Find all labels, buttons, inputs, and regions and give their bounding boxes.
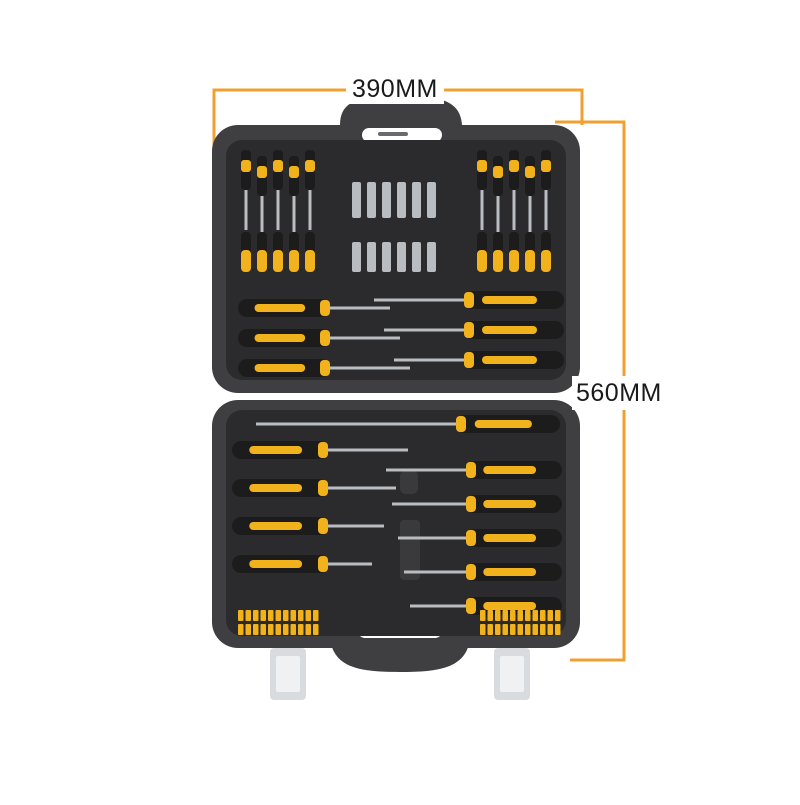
bit-holder-right xyxy=(502,610,508,621)
bit-holder-left xyxy=(298,610,304,621)
precision-screwdriver-left xyxy=(289,156,299,272)
bit-holder-right xyxy=(532,624,538,635)
screwdriver-bottom-left xyxy=(232,441,408,459)
screwdriver-top-left xyxy=(238,329,400,347)
screwdriver-bottom-left xyxy=(232,555,372,573)
bit-holder-right xyxy=(495,610,501,621)
bit-holder-right xyxy=(555,624,561,635)
bit-holder-left xyxy=(283,610,289,621)
bit-holder-right xyxy=(480,624,486,635)
bit-holder-right xyxy=(502,624,508,635)
screwdriver-top-right xyxy=(384,321,564,339)
bit-holder-right xyxy=(487,610,493,621)
bit-holder-left xyxy=(260,624,266,635)
screwdriver-bottom-right xyxy=(386,461,562,479)
bit-holder-left xyxy=(290,610,296,621)
nut-driver-socket xyxy=(352,242,361,272)
bit-holder-right xyxy=(510,610,516,621)
bit-holder-right xyxy=(525,624,531,635)
bit-holder-left xyxy=(253,610,259,621)
precision-screwdriver-right xyxy=(493,156,503,272)
bit-holder-left xyxy=(275,610,281,621)
bit-holder-left xyxy=(290,624,296,635)
precision-screwdriver-right xyxy=(477,150,487,272)
nut-driver-socket xyxy=(367,182,376,218)
bit-holder-left xyxy=(313,624,319,635)
case-top-lid xyxy=(212,96,580,393)
height-dimension-label: 560MM xyxy=(572,376,666,410)
screwdriver-bottom-right xyxy=(398,529,562,547)
nut-driver-socket xyxy=(427,242,436,272)
screwdriver-bottom-right xyxy=(410,597,562,615)
case-latch-right xyxy=(494,648,530,700)
bit-holder-right xyxy=(510,624,516,635)
bit-holder-right xyxy=(532,610,538,621)
nut-driver-socket xyxy=(397,182,406,218)
screwdriver-top-left xyxy=(238,299,390,317)
precision-screwdriver-right xyxy=(525,156,535,272)
precision-screwdriver-left xyxy=(241,150,251,272)
width-dimension-label: 390MM xyxy=(346,74,444,104)
nut-driver-socket xyxy=(382,182,391,218)
nut-driver-socket xyxy=(397,242,406,272)
bit-holder-left xyxy=(275,624,281,635)
bit-holder-right xyxy=(487,624,493,635)
bit-holder-right xyxy=(495,624,501,635)
nut-driver-socket xyxy=(412,242,421,272)
bit-holder-left xyxy=(298,624,304,635)
bit-holder-right xyxy=(540,624,546,635)
bit-holder-right xyxy=(540,610,546,621)
precision-screwdriver-left xyxy=(273,150,283,272)
screwdriver-top-right xyxy=(374,291,564,309)
bit-holder-left xyxy=(305,624,311,635)
bit-holder-left xyxy=(245,624,251,635)
bit-holder-right xyxy=(480,610,486,621)
nut-driver-socket xyxy=(412,182,421,218)
screwdriver-bottom-right xyxy=(392,495,562,513)
bit-holder-right xyxy=(517,610,523,621)
screwdriver-top-right xyxy=(394,351,564,369)
case-latch-left xyxy=(270,648,306,700)
nut-driver-socket xyxy=(382,242,391,272)
bit-holder-left xyxy=(238,610,244,621)
bit-holder-left xyxy=(238,624,244,635)
nut-driver-socket xyxy=(352,182,361,218)
screwdriver-top-left xyxy=(238,359,410,377)
precision-screwdriver-left xyxy=(305,150,315,272)
bit-holder-right xyxy=(547,624,553,635)
bit-holder-left xyxy=(268,610,274,621)
bit-holder-left xyxy=(313,610,319,621)
bit-holder-left xyxy=(283,624,289,635)
bit-holder-right xyxy=(517,624,523,635)
screwdriver-bottom-left xyxy=(232,479,396,497)
screwdriver-long xyxy=(256,415,560,433)
bit-holder-right xyxy=(547,610,553,621)
bit-holder-left xyxy=(245,610,251,621)
nut-driver-socket xyxy=(427,182,436,218)
bit-holder-right xyxy=(525,610,531,621)
tool-marks xyxy=(232,150,564,635)
bit-holder-left xyxy=(305,610,311,621)
bit-holder-left xyxy=(260,610,266,621)
bit-holder-left xyxy=(253,624,259,635)
bit-holder-right xyxy=(555,610,561,621)
precision-screwdriver-right xyxy=(541,150,551,272)
screwdriver-bottom-right xyxy=(404,563,562,581)
bit-holder-left xyxy=(268,624,274,635)
screwdriver-bottom-left xyxy=(232,517,384,535)
precision-screwdriver-right xyxy=(509,150,519,272)
nut-driver-socket xyxy=(367,242,376,272)
precision-screwdriver-left xyxy=(257,156,267,272)
